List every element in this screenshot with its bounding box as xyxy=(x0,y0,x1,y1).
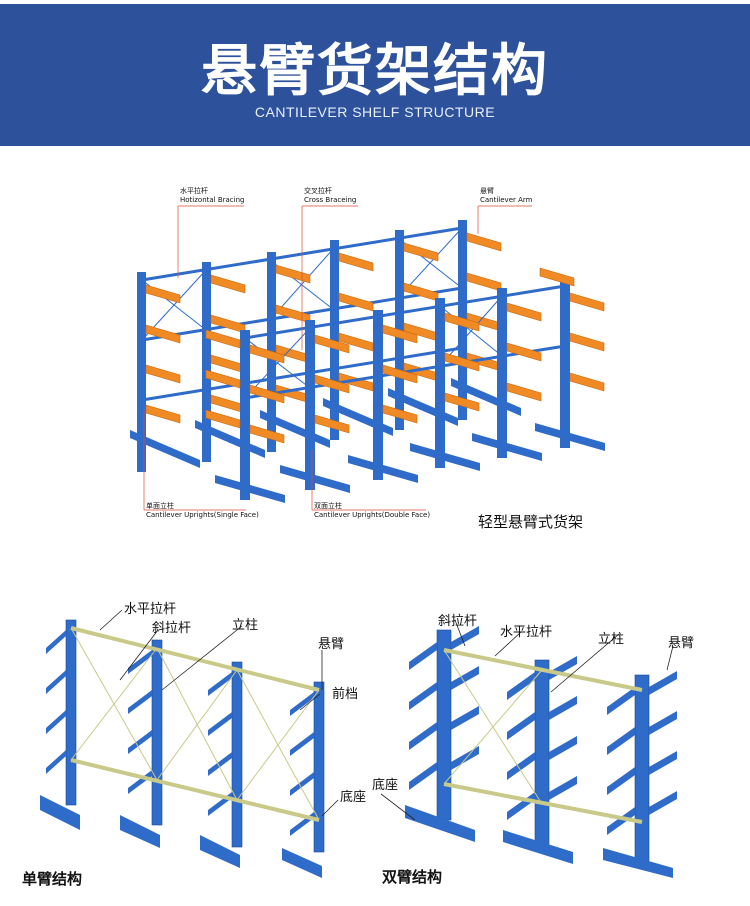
label-arm: 悬臂 xyxy=(318,637,345,652)
page-title: 悬臂货架结构 xyxy=(201,39,549,104)
callout-en: Hotizontal Bracing xyxy=(180,196,245,204)
callout-horizontal-bracing: 水平拉杆 Hotizontal Bracing xyxy=(180,187,244,205)
top-diagram-caption: 轻型悬臂式货架 xyxy=(478,513,584,531)
callout-en: Cantilever Uprights(Double Face) xyxy=(314,511,431,519)
label-horizontal-bar: 水平拉杆 xyxy=(124,602,177,617)
callout-cross-bracing: 交叉拉杆 Cross Braceing xyxy=(304,187,356,205)
callout-upright-single: 单面立柱 Cantilever Uprights(Single Face) xyxy=(146,502,259,520)
single-leader-lines xyxy=(99,609,339,817)
callout-cn: 悬臂 xyxy=(480,187,494,195)
front-row-bases xyxy=(215,423,605,503)
top-rack-diagram xyxy=(130,205,605,511)
callout-en: Cross Braceing xyxy=(304,196,357,204)
label-base: 底座 xyxy=(340,790,367,805)
callout-upright-double: 双面立柱 Cantilever Uprights(Double Face) xyxy=(314,502,430,520)
single-horizontal-bars xyxy=(70,626,320,822)
callout-cantilever-arm: 悬臂 Cantilever Arm xyxy=(480,187,532,205)
single-arm-diagram xyxy=(40,609,339,878)
callout-cn: 双面立柱 xyxy=(314,502,342,510)
page-subtitle: CANTILEVER SHELF STRUCTURE xyxy=(254,104,496,120)
callout-lines xyxy=(143,205,532,511)
single-arm-caption: 单臂结构 xyxy=(22,870,83,888)
single-diagonal-bars xyxy=(70,627,320,821)
double-horizontal-bars xyxy=(443,648,643,824)
single-arms xyxy=(46,630,314,836)
label-upright-double: 立柱 xyxy=(598,632,625,647)
callout-cn: 交叉拉杆 xyxy=(304,187,332,195)
label-horizontal-bar-double: 水平拉杆 xyxy=(500,625,553,640)
label-diagonal-bar: 斜拉杆 xyxy=(152,621,192,636)
double-arm-caption: 双臂结构 xyxy=(382,868,443,886)
front-horizontal-bracing xyxy=(244,284,566,400)
callout-en: Cantilever Arm xyxy=(480,196,533,204)
callout-cn: 单面立柱 xyxy=(146,502,174,510)
double-diagonal-bars xyxy=(443,649,543,805)
label-upright: 立柱 xyxy=(232,618,259,633)
callout-cn: 水平拉杆 xyxy=(180,187,208,195)
label-diagonal-bar-double: 斜拉杆 xyxy=(438,614,478,629)
front-row-uprights xyxy=(240,278,570,500)
header-banner: 悬臂货架结构 CANTILEVER SHELF STRUCTURE xyxy=(0,4,750,146)
label-front-stop: 前档 xyxy=(332,687,359,702)
double-arm-diagram xyxy=(380,619,677,878)
label-base-double: 底座 xyxy=(372,778,399,793)
label-arm-double: 悬臂 xyxy=(668,636,695,651)
single-bases xyxy=(40,795,322,878)
double-bases xyxy=(405,805,673,878)
double-leader-lines xyxy=(380,619,674,821)
callout-en: Cantilever Uprights(Single Face) xyxy=(146,511,259,519)
